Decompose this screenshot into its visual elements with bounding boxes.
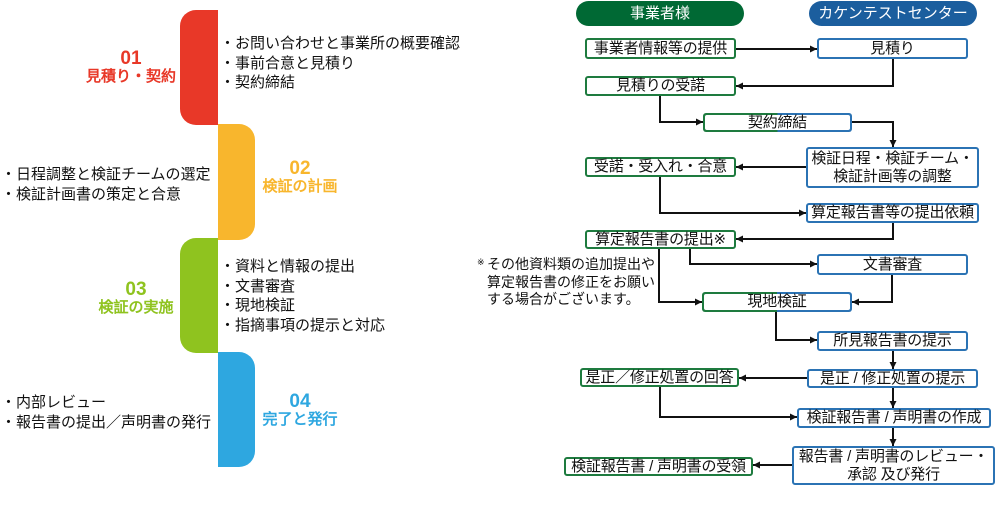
phase-bar-02 xyxy=(218,124,255,240)
phase-title: 検証の計画 xyxy=(262,178,338,195)
step-label: 承認 及び発行 xyxy=(847,465,940,483)
footnote-line: 算定報告書の修正をお願い xyxy=(487,273,655,290)
connector-arrow xyxy=(659,177,806,217)
step-findings: 所見報告書の提示 xyxy=(817,331,968,351)
step-receive-report: 検証報告書 / 声明書の受領 xyxy=(564,457,753,476)
connector-arrow xyxy=(659,96,703,126)
step-schedule-adjust: 検証日程・検証チーム・ 検証計画等の調整 xyxy=(806,147,979,188)
connector-arrow xyxy=(852,121,897,147)
phase-item: ・報告書の提出／声明書の発行 xyxy=(1,413,212,431)
phase-bar-04 xyxy=(218,352,255,467)
step-label: 事業者情報等の提供 xyxy=(593,39,728,57)
step-create-report: 検証報告書 / 声明書の作成 xyxy=(797,408,991,428)
phase-item: ・資料と情報の提出 xyxy=(220,258,356,275)
step-request-report: 算定報告書等の提出依頼 xyxy=(806,203,979,223)
phase-item: ・文書審査 xyxy=(220,277,296,295)
phase-items-03: ・資料と情報の提出 ・文書審査 ・現地検証 ・指摘事項の提示と対応 xyxy=(220,257,385,335)
step-label: 所見報告書の提示 xyxy=(833,332,952,349)
connector-arrow xyxy=(689,249,817,268)
connector-arrow xyxy=(659,387,797,421)
step-site-verify: 現地検証 xyxy=(702,292,852,312)
step-label: 検証報告書 / 声明書の受領 xyxy=(571,457,746,475)
phase-label-03: 03 検証の実施 xyxy=(71,280,201,317)
phase-item: ・現地検証 xyxy=(220,297,296,314)
step-label: 是正／修正処置の回答 xyxy=(585,368,734,386)
step-accept-estimate: 見積りの受諾 xyxy=(585,76,736,96)
phase-bar-01 xyxy=(180,10,218,125)
step-contract: 契約締結 xyxy=(703,113,852,132)
step-accept-agree: 受諾・受入れ・合意 xyxy=(585,157,736,177)
phase-label-04: 04 完了と発行 xyxy=(235,392,365,429)
footnote-mark: ※ xyxy=(477,257,485,267)
phase-item: ・事前合意と見積り xyxy=(220,54,356,72)
phase-items-01: ・お問い合わせと事業所の概要確認 ・事前合意と見積り ・契約締結 xyxy=(220,34,460,93)
phase-number: 02 xyxy=(289,158,311,179)
step-submit-report: 算定報告書の提出※ xyxy=(585,230,736,249)
footnote: ※ その他資料類の追加提出や 算定報告書の修正をお願い する場合がございます。 xyxy=(477,256,655,309)
connector-arrow xyxy=(658,249,702,306)
step-review-issue: 報告書 / 声明書のレビュー・ 承認 及び発行 xyxy=(792,446,995,485)
phase-item: ・契約締結 xyxy=(220,74,296,91)
phase-number: 01 xyxy=(120,48,142,69)
step-label: 是正 / 修正処置の提示 xyxy=(819,369,966,387)
step-label: 現地検証 xyxy=(747,293,807,310)
connector-arrow xyxy=(775,312,817,344)
step-label: 報告書 / 声明書のレビュー・ xyxy=(798,448,989,465)
phase-title: 見積り・契約 xyxy=(85,68,176,85)
lane-header-client: 事業者様 xyxy=(576,1,744,26)
lane-header-center: カケンテストセンター xyxy=(809,1,977,26)
phase-item: ・指摘事項の提示と対応 xyxy=(220,316,386,334)
step-provide-info: 事業者情報等の提供 xyxy=(585,38,736,59)
footnote-line: する場合がございます。 xyxy=(487,291,640,307)
phase-items-02: ・日程調整と検証チームの選定 ・検証計画書の策定と合意 xyxy=(1,165,211,204)
phase-title: 完了と発行 xyxy=(262,411,338,428)
phase-item: ・日程調整と検証チームの選定 xyxy=(1,166,211,183)
step-label: 文書審査 xyxy=(862,255,923,273)
phase-title: 検証の実施 xyxy=(98,299,174,316)
step-label: 契約締結 xyxy=(747,113,808,131)
connector-arrow xyxy=(852,275,893,306)
phase-item: ・お問い合わせと事業所の概要確認 xyxy=(220,35,461,52)
phase-item: ・内部レビュー xyxy=(1,394,107,411)
phase-label-02: 02 検証の計画 xyxy=(235,159,365,196)
phase-bar-03 xyxy=(180,238,218,353)
step-label: 検証日程・検証チーム・ xyxy=(811,150,974,167)
phase-number: 03 xyxy=(125,279,147,300)
connector-arrow xyxy=(736,59,894,90)
phase-item: ・検証計画書の策定と合意 xyxy=(1,185,182,203)
connector-arrow xyxy=(736,223,894,243)
footnote-line: その他資料類の追加提出や xyxy=(487,256,655,272)
step-label: 検証計画等の調整 xyxy=(833,167,952,185)
step-doc-review: 文書審査 xyxy=(817,254,968,275)
step-corrective-present: 是正 / 修正処置の提示 xyxy=(807,369,978,388)
step-estimate: 見積り xyxy=(817,38,968,59)
phase-items-04: ・内部レビュー ・報告書の提出／声明書の発行 xyxy=(1,393,211,432)
step-label: 受諾・受入れ・合意 xyxy=(593,158,728,175)
step-label: 算定報告書の提出※ xyxy=(595,230,726,248)
step-label: 算定報告書等の提出依頼 xyxy=(811,204,974,221)
phase-number: 04 xyxy=(289,391,311,412)
step-corrective-reply: 是正／修正処置の回答 xyxy=(580,368,739,387)
step-label: 見積り xyxy=(870,39,915,57)
phase-label-01: 01 見積り・契約 xyxy=(66,49,196,86)
step-label: 見積りの受諾 xyxy=(616,77,705,94)
step-label: 検証報告書 / 声明書の作成 xyxy=(806,409,982,426)
